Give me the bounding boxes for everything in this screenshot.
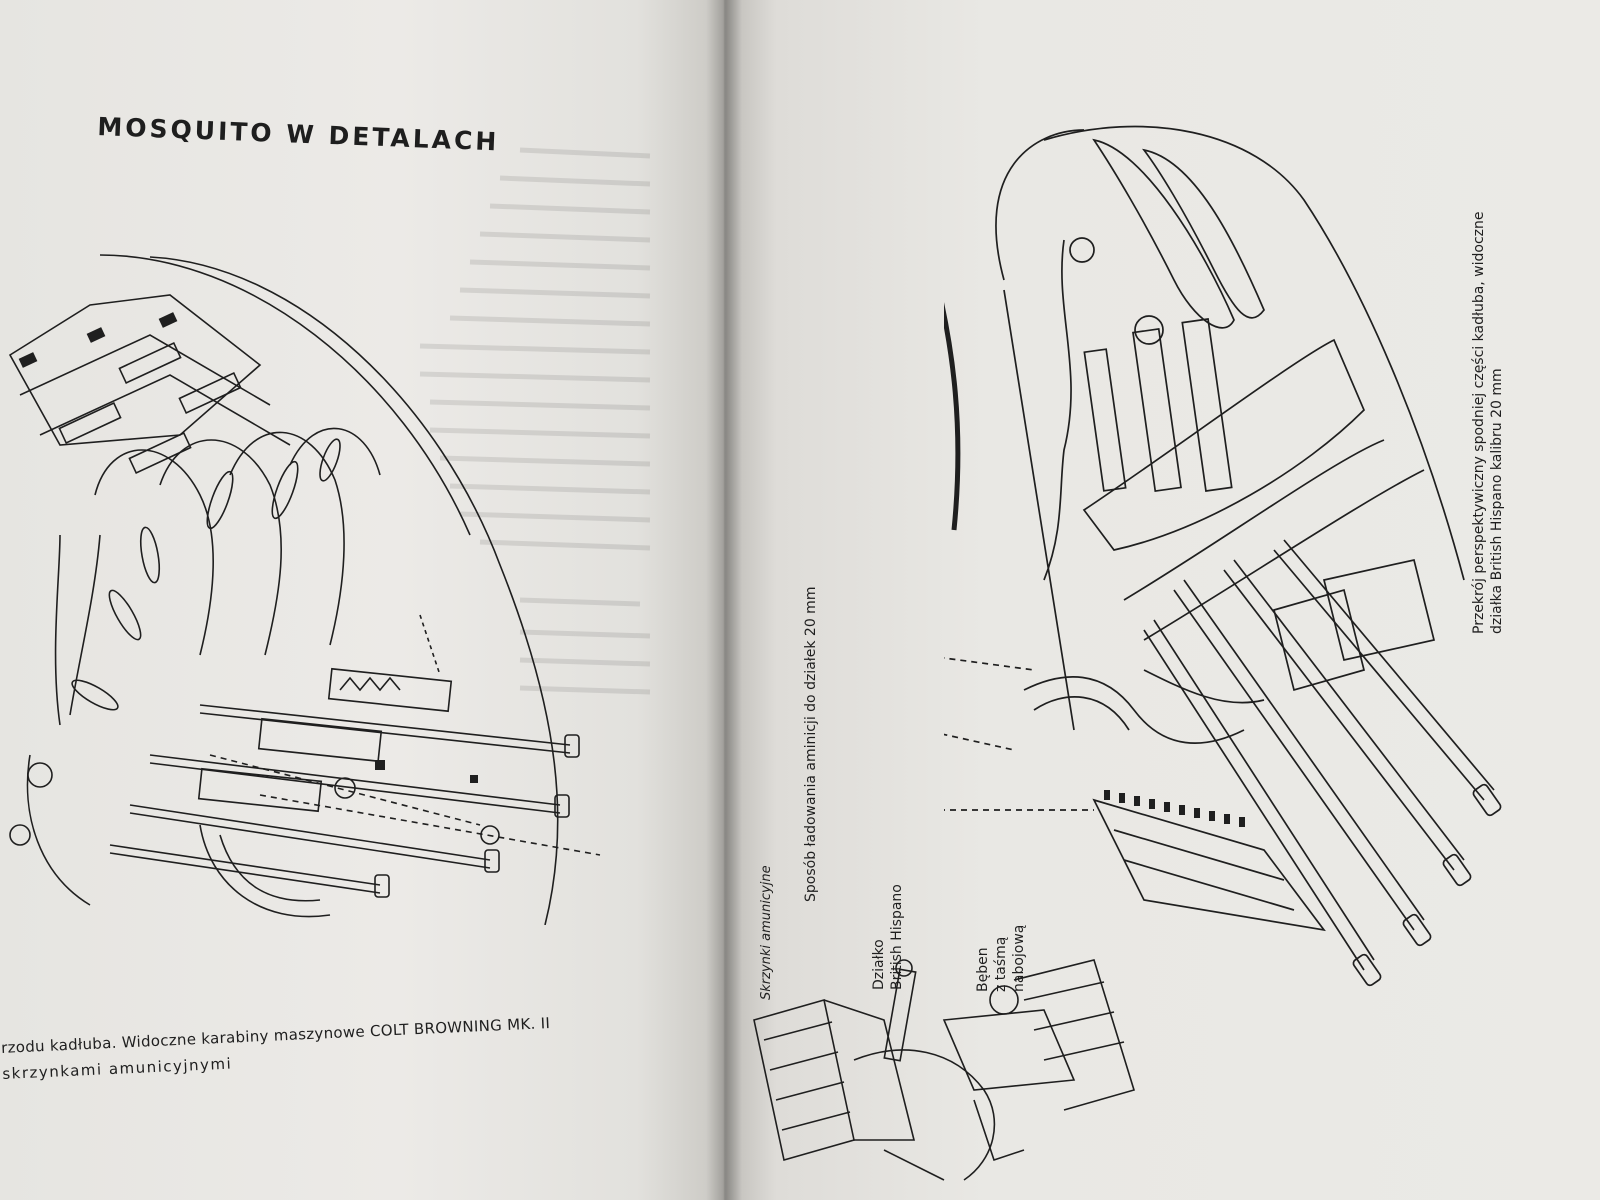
nose-guns-illustration [8, 254, 601, 925]
right-caption: Przekrój perspektywiczny spodniej części… [1471, 211, 1505, 634]
left-page: MOSQUITO W DETALACH [0, 0, 724, 1200]
left-caption: rzodu kadłuba. Widoczne karabiny maszyno… [0, 992, 662, 1092]
ammo-loading-illustration [753, 959, 1136, 1181]
right-page: Skrzynki amunicyjne Sposób ładowania ami… [724, 0, 1600, 1200]
label-ammo-drum: Bęben z taśmą nabojową [975, 924, 1027, 992]
left-caption-line1: rzodu kadłuba. Widoczne karabiny maszyno… [0, 1014, 551, 1057]
label-british-hispano-cannon: Działko British Hispano [871, 884, 905, 990]
label-ammo-boxes: Skrzynki amunicyjne [759, 865, 774, 1000]
page-title: MOSQUITO W DETALACH [96, 112, 500, 157]
label-ammo-loading: Sposób ładowania aminicji do działek 20 … [803, 586, 819, 902]
book-gutter [706, 0, 742, 1200]
cannon-bay-illustration [944, 125, 1502, 987]
